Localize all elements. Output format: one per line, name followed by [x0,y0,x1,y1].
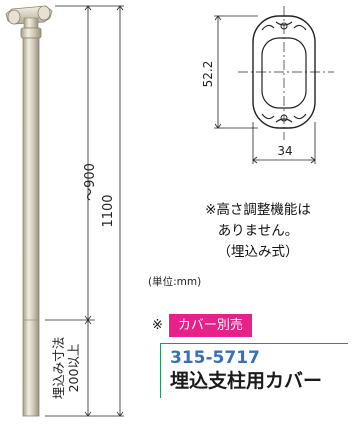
unit-note: (単位:mm) [148,276,202,288]
pole-illustration [5,5,53,417]
note-line-2: ありません。 [217,223,299,239]
dimension-cross-section-width: 34 [277,144,292,158]
product-label-box: 315-5717 埋込支柱用カバー [160,343,348,398]
cover-asterisk: ※ [152,318,163,333]
product-name: 埋込支柱用カバー [170,370,323,392]
dimension-burial-depth-line2: 200以上 [66,344,81,393]
dimension-above-ground: ～900 [83,163,98,201]
cross-section-dimension-lines [214,15,316,164]
cross-section-drawing [238,6,334,140]
note-line-1: ※高さ調整機能は [205,202,311,218]
dimension-burial-depth-line1: 埋込み寸法 [51,337,66,400]
product-code: 315-5717 [170,348,260,368]
cover-badge: カバー別売 [168,314,252,337]
dimension-cross-section-height: 52.2 [201,61,215,88]
note-line-3: （埋込み式） [217,244,299,260]
dimension-total-height: 1100 [101,194,116,227]
height-adjustment-note: ※高さ調整機能は ありません。 （埋込み式） [188,200,328,263]
cover-sold-separately: ※ カバー別売 [152,314,252,337]
pole-dimension-lines [45,5,124,417]
